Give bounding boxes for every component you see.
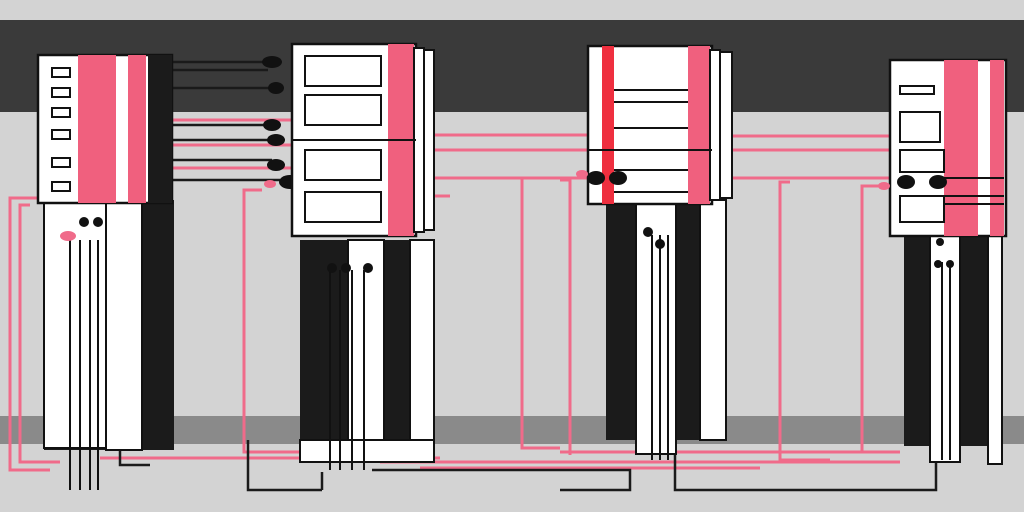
black-cables: [118, 60, 938, 492]
server-rack-3: [576, 44, 733, 460]
server-rack-1: [36, 53, 301, 490]
server-rack-2: [290, 42, 435, 470]
server-rack-4: [878, 58, 1008, 465]
